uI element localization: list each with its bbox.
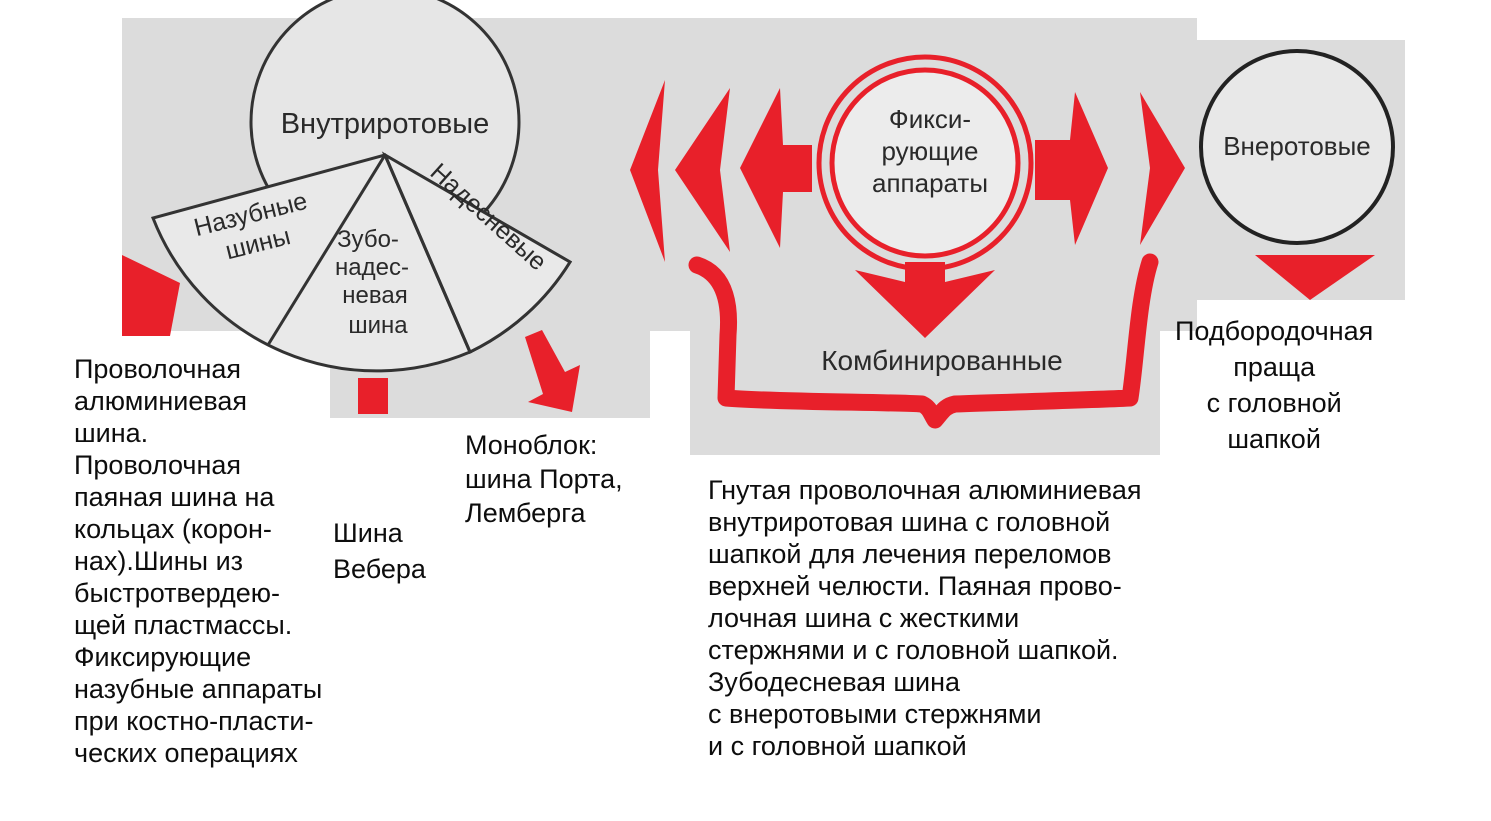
note-monoblock: Моноблок: шина Порта, Лемберга xyxy=(465,430,623,528)
svg-text:Фикси-: Фикси- xyxy=(889,104,971,134)
svg-text:невая: невая xyxy=(342,282,407,309)
splint-fan xyxy=(150,153,472,373)
svg-text:надес-: надес- xyxy=(335,254,409,281)
extraoral-circle xyxy=(1199,49,1395,245)
arrow-left-2 xyxy=(675,88,730,252)
arrow-down-right xyxy=(525,330,580,412)
fan-divider-left xyxy=(266,154,387,346)
arrow-left-1 xyxy=(630,80,665,262)
arrow-down-center xyxy=(358,378,388,414)
note-combined-devices: Гнутая проволочная алюминиевая внутрирот… xyxy=(708,475,1142,761)
extraoral-label: Внеротовые xyxy=(1223,131,1371,161)
note-chin-sling: Подбородочная праща с головной шапкой xyxy=(1175,316,1374,454)
svg-text:шина: шина xyxy=(348,312,408,339)
arrow-down-combined xyxy=(855,262,995,338)
svg-text:аппараты: аппараты xyxy=(872,168,988,198)
fan-divider-right xyxy=(383,154,472,353)
arrow-left-3 xyxy=(740,88,812,248)
intraoral-label: Внутриротовые xyxy=(281,108,490,140)
splint-fan-right xyxy=(381,151,573,355)
fixing-devices-inner-ring xyxy=(829,67,1021,259)
gum-tooth-splint-label: Зубо- надес- невая шина xyxy=(335,226,409,339)
svg-text:рующие: рующие xyxy=(881,136,978,166)
svg-text:Зубо-: Зубо- xyxy=(337,226,399,253)
combined-bracket xyxy=(688,253,1159,429)
combined-label: Комбинированные xyxy=(821,345,1063,376)
fixing-devices-label: Фикси- рующие аппараты xyxy=(872,104,988,198)
arrow-down-extraoral xyxy=(1255,255,1375,300)
note-wire-splints: Проволочная алюминиевая шина. Проволочна… xyxy=(74,354,323,768)
arrow-right-2 xyxy=(1140,92,1185,245)
arrow-right-1 xyxy=(1035,92,1108,245)
note-weber-splint: Шина Вебера xyxy=(333,518,426,584)
arrow-down-left xyxy=(122,255,180,336)
